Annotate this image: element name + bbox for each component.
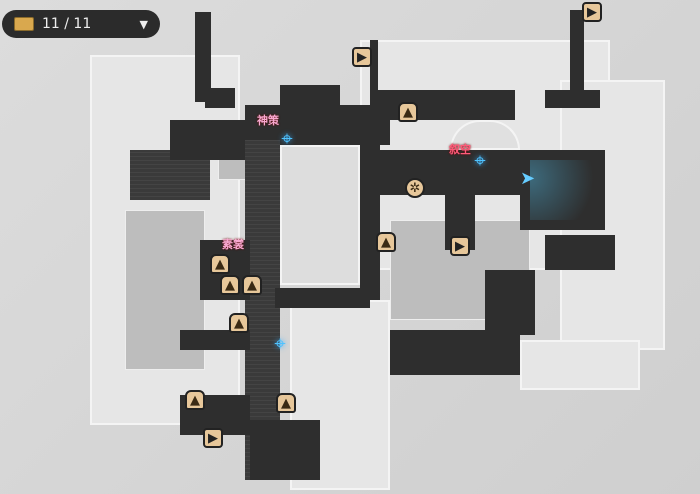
treasure-chest-icon — [14, 17, 34, 31]
compass-icon[interactable]: ✲ — [405, 178, 425, 198]
map-label: 神策 — [257, 114, 279, 127]
exit-door-icon[interactable]: ▶ — [450, 236, 470, 256]
corridor — [545, 235, 615, 270]
space-anchor-icon[interactable]: ⌖ — [474, 148, 486, 172]
bell-icon[interactable]: ▲ — [398, 102, 418, 122]
corridor — [485, 270, 535, 335]
bell-icon[interactable]: ▲ — [376, 232, 396, 252]
treasure-counter-dropdown[interactable]: 11 / 11 ▼ — [2, 10, 160, 38]
bell-icon[interactable]: ▲ — [210, 254, 230, 274]
map-area — [520, 340, 640, 390]
corridor — [370, 40, 378, 110]
corridor — [250, 420, 320, 480]
corridor — [205, 88, 235, 108]
map-label: 素裳 — [222, 238, 244, 251]
corridor — [570, 10, 584, 105]
map-label: 叙空 — [449, 143, 471, 156]
exit-door-icon[interactable]: ▶ — [582, 2, 602, 22]
exit-door-icon[interactable]: ▶ — [352, 47, 372, 67]
space-anchor-icon[interactable]: ⌖ — [274, 331, 286, 355]
corridor — [275, 288, 370, 308]
corridor — [360, 140, 380, 300]
corridor — [545, 90, 600, 108]
exit-door-icon[interactable]: ▶ — [203, 428, 223, 448]
caret-down-icon[interactable]: ▼ — [139, 17, 148, 31]
treasure-count: 11 / 11 — [42, 16, 92, 32]
corridor — [390, 330, 520, 375]
corridor — [180, 330, 250, 350]
view-cone — [530, 160, 610, 220]
bell-icon[interactable]: ▲ — [185, 390, 205, 410]
corridor — [245, 105, 390, 145]
corridor — [375, 90, 515, 120]
player-arrow-icon: ➤ — [520, 168, 536, 189]
bell-icon[interactable]: ▲ — [242, 275, 262, 295]
space-anchor-icon[interactable]: ⌖ — [281, 126, 293, 150]
bell-icon[interactable]: ▲ — [276, 393, 296, 413]
corridor — [280, 85, 340, 105]
corridor — [520, 150, 605, 230]
map-area — [280, 145, 360, 285]
bell-icon[interactable]: ▲ — [229, 313, 249, 333]
corridor — [195, 12, 211, 102]
bell-icon[interactable]: ▲ — [220, 275, 240, 295]
